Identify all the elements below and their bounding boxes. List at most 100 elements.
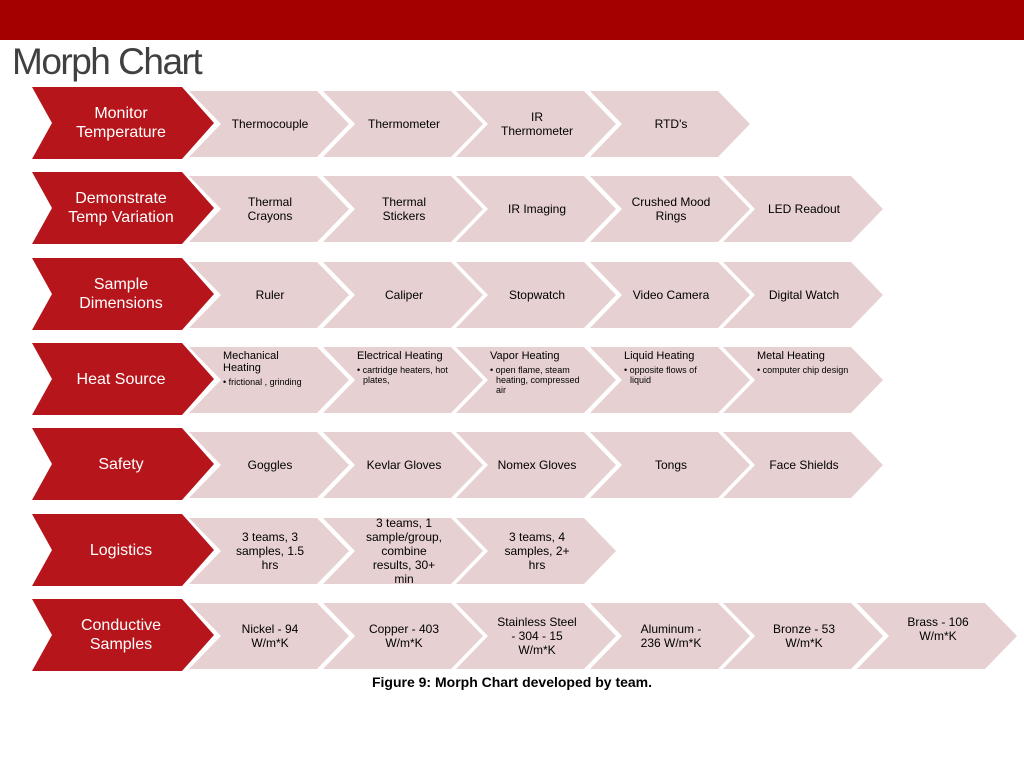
- option-label: Vapor Heating • open flame, steam heating…: [490, 350, 586, 395]
- option-title: Brass - 106 W/m*K: [907, 615, 969, 643]
- option-title: Vapor Heating: [490, 350, 560, 362]
- category-label: Safety: [98, 455, 144, 473]
- category-chevron: Demonstrate Temp Variation: [32, 172, 214, 244]
- row-monitor-temperature: Monitor Temperature Thermocouple Thermomet…: [0, 87, 1024, 161]
- option-title: Face Shields: [769, 458, 839, 472]
- option-label: Copper - 403 W/m*K: [363, 622, 445, 650]
- option-title: Thermal Crayons: [247, 195, 293, 223]
- option-label: Bronze - 53 W/m*K: [763, 622, 845, 650]
- option-bullet: • cartridge heaters, hot plates,: [357, 365, 448, 385]
- option-bullet: • computer chip design: [757, 365, 849, 375]
- option-label: 3 teams, 3 samples, 1.5 hrs: [229, 530, 311, 572]
- category-label: Heat Source: [76, 370, 166, 388]
- option-title: Ruler: [255, 288, 285, 302]
- option-title: Thermocouple: [231, 117, 309, 131]
- option-title: IR Imaging: [507, 202, 567, 216]
- option-title: Stainless Steel - 304 - 15 W/m*K: [497, 615, 577, 657]
- option-label: Face Shields: [769, 458, 838, 472]
- option-label: Metal Heating • computer chip design: [757, 350, 848, 375]
- option-title: 3 teams, 4 samples, 2+ hrs: [504, 530, 570, 572]
- option-chevron: Tongs: [590, 432, 750, 498]
- option-title: Aluminum - 236 W/m*K: [640, 622, 702, 650]
- category-label: Demonstrate Temp Variation: [68, 190, 174, 226]
- option-label: Kevlar Gloves: [367, 458, 442, 472]
- option-title: Bronze - 53 W/m*K: [772, 622, 836, 650]
- category-chevron: Heat Source: [32, 343, 214, 415]
- figure-caption: Figure 9: Morph Chart developed by team.: [371, 674, 653, 690]
- row-heat-source: Heat Source Mechanical Heating • frictiona…: [0, 343, 1024, 417]
- option-title: Nomex Gloves: [497, 458, 577, 472]
- option-label: Liquid Heating • opposite flows of liquid: [624, 350, 720, 385]
- option-bullet: • open flame, steam heating, compressed …: [490, 365, 580, 395]
- category-label: Conductive Samples: [80, 617, 162, 653]
- category-chevron: Logistics: [32, 514, 214, 586]
- option-label: Nickel - 94 W/m*K: [229, 622, 311, 650]
- option-title: Nickel - 94 W/m*K: [241, 622, 299, 650]
- option-title: Thermometer: [367, 117, 441, 131]
- option-chevron: Face Shields: [723, 432, 883, 498]
- option-label: 3 teams, 1 sample/group, combine results…: [363, 516, 445, 586]
- category-chevron: Sample Dimensions: [32, 258, 214, 330]
- option-title: Video Camera: [632, 288, 710, 302]
- option-label: Aluminum - 236 W/m*K: [630, 622, 712, 650]
- option-label: Electrical Heating • cartridge heaters, h…: [357, 350, 453, 385]
- option-title: IR Thermometer: [500, 110, 574, 138]
- category-chevron: Conductive Samples: [32, 599, 214, 671]
- option-title: Mechanical Heating: [223, 350, 279, 374]
- option-title: Goggles: [247, 458, 293, 472]
- option-title: Stopwatch: [508, 288, 566, 302]
- option-label: Crushed Mood Rings: [630, 195, 712, 223]
- option-label: RTD's: [655, 117, 688, 131]
- page-title: Morph Chart: [12, 41, 203, 82]
- option-title: Tongs: [654, 458, 688, 472]
- option-title: Kevlar Gloves: [366, 458, 442, 472]
- option-title: LED Readout: [767, 202, 841, 216]
- row-sample-dimensions: Sample Dimensions Ruler Caliper Stopwatch Vi…: [0, 258, 1024, 332]
- option-title: 3 teams, 1 sample/group, combine results…: [365, 516, 443, 586]
- option-label: Brass - 106 W/m*K: [897, 615, 979, 643]
- option-bullet: • frictional , grinding: [223, 377, 302, 387]
- row-conductive-samples: Conductive Samples Nickel - 94 W/m*K Coppe…: [0, 599, 1024, 673]
- option-label: Tongs: [655, 458, 687, 472]
- category-label: Sample Dimensions: [79, 276, 163, 312]
- option-label: Thermocouple: [232, 117, 309, 131]
- option-label: Thermal Stickers: [363, 195, 445, 223]
- option-title: Electrical Heating: [357, 350, 443, 362]
- option-label: Digital Watch: [769, 288, 839, 302]
- option-label: Video Camera: [633, 288, 710, 302]
- option-chevron: Goggles: [189, 432, 349, 498]
- option-label: Thermal Crayons: [229, 195, 311, 223]
- top-accent-bar: [0, 0, 1024, 40]
- option-chevron: Nomex Gloves: [456, 432, 616, 498]
- option-label: Thermometer: [368, 117, 440, 131]
- option-title: Crushed Mood Rings: [631, 195, 711, 223]
- option-chevron: 3 teams, 1 sample/group, combine results…: [323, 518, 483, 584]
- category-label: Logistics: [89, 541, 153, 559]
- option-title: Metal Heating: [757, 350, 825, 362]
- option-label: Ruler: [256, 288, 285, 302]
- option-label: Nomex Gloves: [498, 458, 577, 472]
- row-safety: Safety Goggles Kevlar Gloves Nomex Gloves To…: [0, 428, 1024, 502]
- row-logistics: Logistics 3 teams, 3 samples, 1.5 hrs 3 te…: [0, 514, 1024, 588]
- option-bullet: • opposite flows of liquid: [624, 365, 697, 385]
- option-label: Goggles: [248, 458, 293, 472]
- option-label: IR Thermometer: [496, 110, 578, 138]
- option-label: LED Readout: [768, 202, 840, 216]
- option-title: Copper - 403 W/m*K: [368, 622, 440, 650]
- option-label: Stainless Steel - 304 - 15 W/m*K: [496, 615, 578, 657]
- option-title: Liquid Heating: [624, 350, 695, 362]
- option-title: Caliper: [384, 288, 423, 302]
- option-title: RTD's: [654, 117, 688, 131]
- option-title: Thermal Stickers: [381, 195, 426, 223]
- option-label: IR Imaging: [508, 202, 566, 216]
- option-label: Stopwatch: [509, 288, 565, 302]
- option-label: Caliper: [385, 288, 423, 302]
- category-chevron: Monitor Temperature: [32, 87, 214, 159]
- option-title: Digital Watch: [768, 288, 840, 302]
- row-demonstrate-temp-variation: Demonstrate Temp Variation Thermal Crayon…: [0, 172, 1024, 246]
- option-title: 3 teams, 3 samples, 1.5 hrs: [235, 530, 305, 572]
- category-chevron: Safety: [32, 428, 214, 500]
- option-label: Mechanical Heating • frictional , grindin…: [223, 350, 319, 387]
- option-label: 3 teams, 4 samples, 2+ hrs: [496, 530, 578, 572]
- category-label: Monitor Temperature: [76, 105, 166, 141]
